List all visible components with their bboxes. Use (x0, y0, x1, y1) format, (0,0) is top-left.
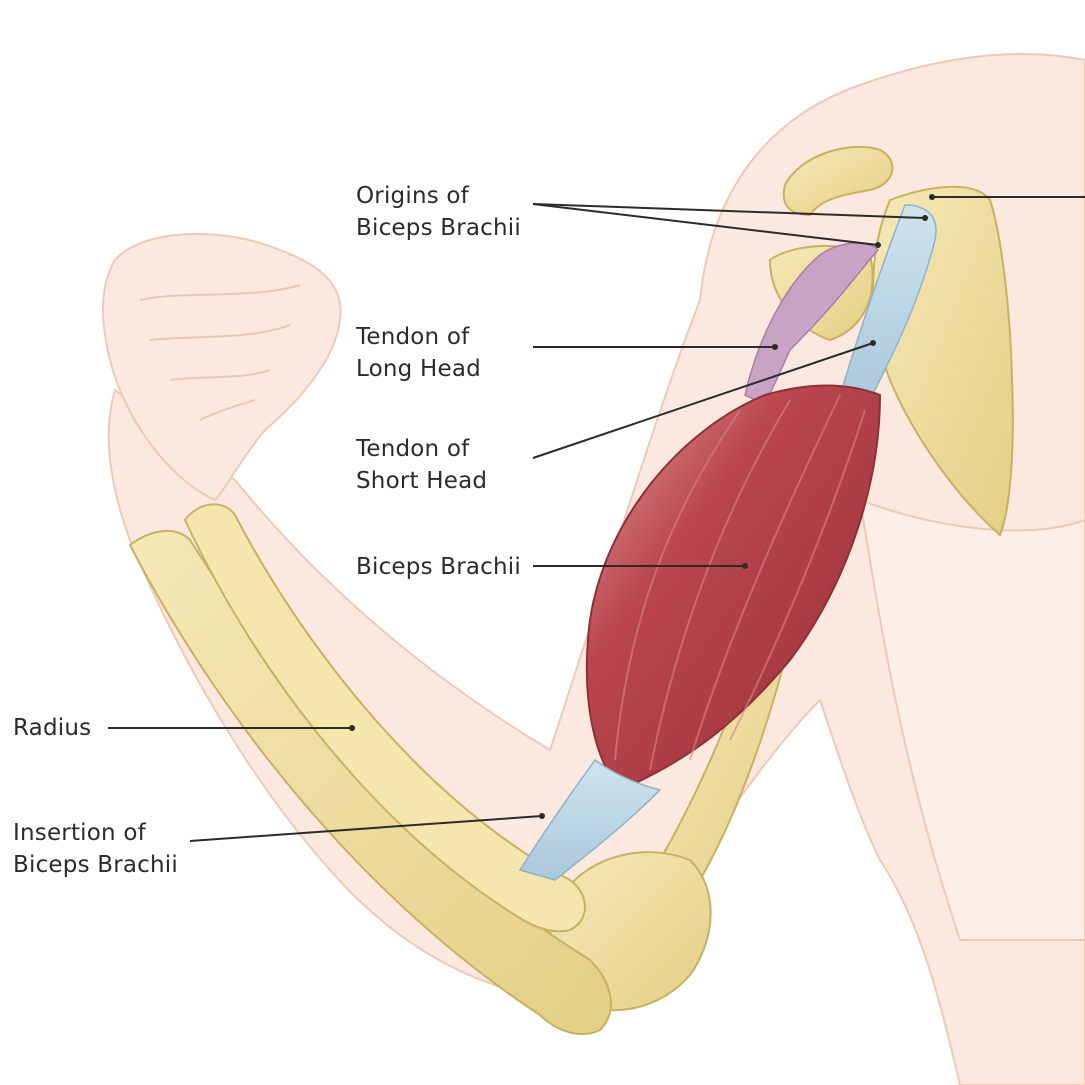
leader-lines (108, 196, 1085, 842)
label-tendon-short-head: Tendon of Short Head (356, 433, 487, 497)
label-tendon-long-head: Tendon of Long Head (356, 321, 481, 385)
label-tendon-long-line1: Tendon of (356, 324, 470, 350)
torso-skin (858, 498, 1085, 941)
label-insertion: Insertion of Biceps Brachii (13, 817, 178, 881)
fist-skin (102, 232, 342, 502)
fist-finger-lines (139, 284, 301, 421)
label-origins: Origins of Biceps Brachii (356, 180, 521, 244)
short-head-tendon (839, 204, 937, 401)
label-origins-line1: Origins of (356, 183, 469, 209)
label-biceps-line1: Biceps Brachii (356, 554, 521, 580)
radius-bone (183, 503, 586, 933)
leader-dots (349, 194, 935, 819)
label-tendon-long-line2: Long Head (356, 356, 481, 382)
label-origins-line2: Biceps Brachii (356, 215, 521, 241)
label-insertion-line1: Insertion of (13, 820, 146, 846)
label-tendon-short-line2: Short Head (356, 468, 488, 494)
biceps-muscle (585, 384, 882, 792)
label-insertion-line2: Biceps Brachii (13, 852, 178, 878)
label-biceps-brachii: Biceps Brachii (356, 551, 521, 583)
label-radius-line1: Radius (13, 715, 92, 741)
label-tendon-short-line1: Tendon of (356, 436, 470, 462)
label-radius: Radius (13, 712, 91, 744)
insertion-tendon (518, 758, 662, 881)
